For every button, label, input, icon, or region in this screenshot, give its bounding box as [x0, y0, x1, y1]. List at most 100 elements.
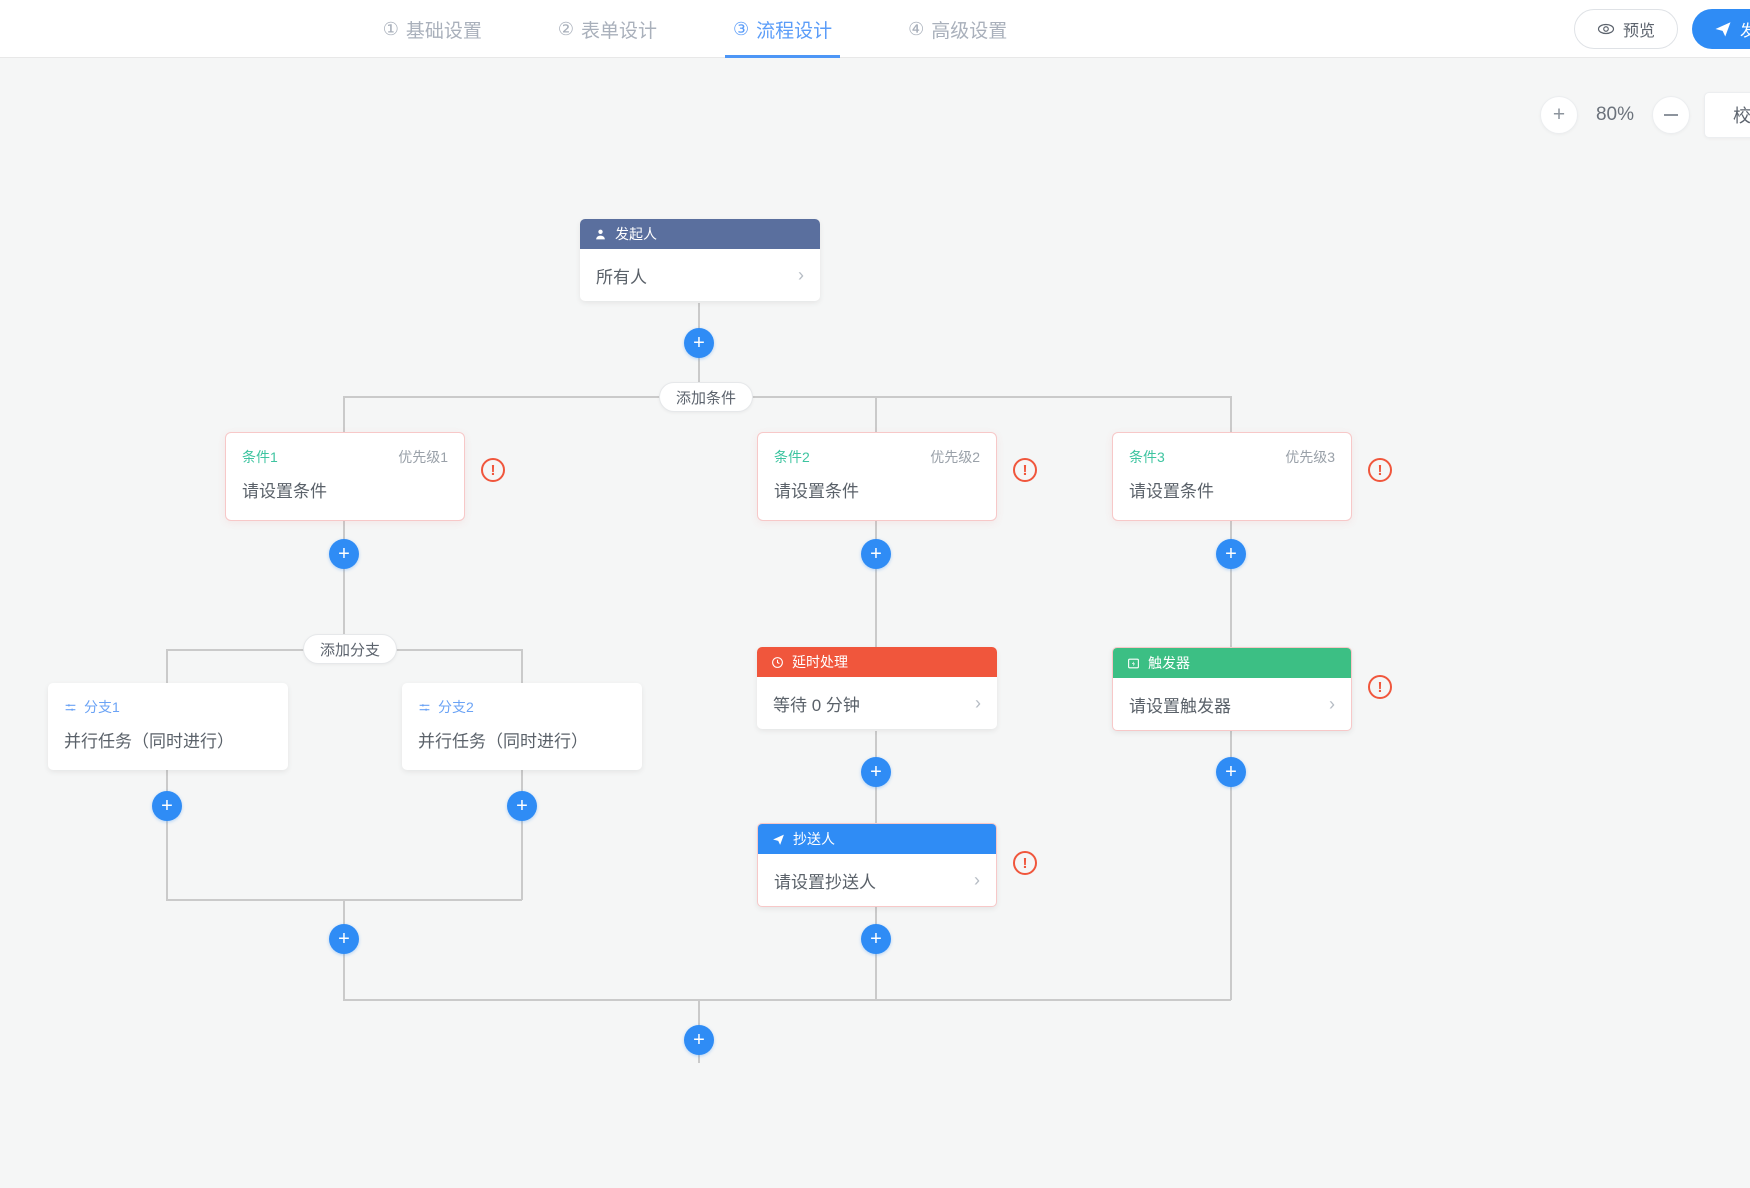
condition-body: 请设置条件 [774, 482, 859, 501]
warning-badge-condition-3[interactable]: ! [1368, 458, 1392, 482]
trigger-node[interactable]: 触发器 请设置触发器 › [1112, 647, 1352, 731]
connector-to-condition-1 [343, 396, 345, 432]
delay-node-body[interactable]: 等待 0 分钟 › [757, 677, 997, 729]
branch-icon [64, 701, 77, 714]
add-node-button-branch-1[interactable]: + [152, 791, 182, 821]
add-node-button-condition-1[interactable]: + [329, 539, 359, 569]
add-node-button-initiator[interactable]: + [684, 328, 714, 358]
connector-trigger-down [1230, 731, 1232, 1000]
connector-to-condition-2 [875, 396, 877, 432]
tab-basic-settings[interactable]: ① 基础设置 [381, 0, 484, 58]
tab-form-design[interactable]: ② 表单设计 [556, 0, 659, 58]
condition-rail [343, 396, 1231, 398]
step-label: 高级设置 [931, 20, 1008, 42]
connector-to-branch-1 [166, 649, 168, 684]
condition-node-3[interactable]: 条件3 优先级3 请设置条件 [1112, 432, 1352, 521]
condition-node-3-top: 条件3 优先级3 [1113, 433, 1351, 467]
condition-body: 请设置条件 [1129, 482, 1214, 501]
branch-node-1-top: 分支1 [48, 683, 288, 717]
zoom-level-value: 80% [1595, 104, 1635, 125]
branch-node-2[interactable]: 分支2 并行任务（同时进行） [402, 683, 642, 770]
trigger-node-body[interactable]: 请设置触发器 › [1113, 678, 1351, 730]
warning-badge-cc[interactable]: ! [1013, 851, 1037, 875]
add-node-button-branch-merge[interactable]: + [329, 924, 359, 954]
add-node-button-condition-2[interactable]: + [861, 539, 891, 569]
branch-node-1[interactable]: 分支1 并行任务（同时进行） [48, 683, 288, 770]
preview-button[interactable]: 预览 [1573, 9, 1678, 49]
condition-priority: 优先级3 [1285, 449, 1335, 465]
initiator-value: 所有人 [596, 267, 647, 287]
warning-badge-condition-1[interactable]: ! [481, 458, 505, 482]
validate-process-button[interactable]: 校验流程 [1704, 92, 1750, 138]
user-icon [594, 228, 607, 241]
branch-body: 并行任务（同时进行） [64, 732, 234, 751]
step-label: 基础设置 [405, 20, 482, 42]
flow-canvas[interactable]: 发起人 所有人 › + 添加条件 条件1 优先级1 请设置条件 ! 条件2 优先… [0, 58, 1750, 1188]
trigger-node-header: 触发器 [1113, 648, 1351, 678]
zoom-in-button[interactable]: + [1540, 96, 1578, 134]
add-node-button-cc[interactable]: + [861, 924, 891, 954]
chevron-right-icon: › [974, 869, 980, 890]
initiator-node[interactable]: 发起人 所有人 › [580, 219, 820, 301]
delay-node-header: 延时处理 [757, 647, 997, 677]
branch-node-2-top: 分支2 [402, 683, 642, 717]
zoom-toolbar: + 80% 校验流程 [1540, 92, 1750, 138]
top-bar-actions: 预览 发布 [1573, 0, 1750, 58]
step-nav: ① 基础设置 ② 表单设计 ③ 流程设计 ④ 高级设置 [0, 0, 1390, 58]
eye-icon [1597, 20, 1615, 38]
cc-node[interactable]: 抄送人 请设置抄送人 › [757, 823, 997, 907]
connector-branch1-down [166, 768, 168, 900]
trigger-value: 请设置触发器 [1129, 696, 1231, 716]
delay-node[interactable]: 延时处理 等待 0 分钟 › [757, 647, 997, 729]
add-node-button-condition-3[interactable]: + [1216, 539, 1246, 569]
add-node-button-end[interactable]: + [684, 1025, 714, 1055]
branch-body: 并行任务（同时进行） [418, 732, 588, 751]
add-node-button-delay[interactable]: + [861, 757, 891, 787]
condition-name: 条件2 [774, 449, 810, 465]
condition-node-2-top: 条件2 优先级2 [758, 433, 996, 467]
step-number: ④ [908, 18, 925, 39]
step-number: ① [382, 18, 399, 39]
send-icon [1714, 20, 1732, 38]
connector-to-branch-2 [521, 649, 523, 684]
tab-process-design[interactable]: ③ 流程设计 [724, 0, 841, 58]
add-branch-button[interactable]: 添加分支 [303, 634, 398, 664]
chevron-right-icon: › [975, 692, 981, 713]
cc-node-header: 抄送人 [758, 824, 996, 854]
initiator-header-label: 发起人 [615, 226, 657, 242]
delay-value: 等待 0 分钟 [773, 695, 860, 715]
add-node-button-branch-2[interactable]: + [507, 791, 537, 821]
condition-priority: 优先级2 [930, 449, 980, 465]
connector-branch2-down [521, 768, 523, 900]
add-node-button-trigger[interactable]: + [1216, 757, 1246, 787]
add-condition-button[interactable]: 添加条件 [659, 382, 754, 412]
delay-header-label: 延时处理 [792, 654, 848, 670]
branch-icon [418, 701, 431, 714]
step-number: ③ [733, 18, 750, 39]
warning-badge-trigger[interactable]: ! [1368, 675, 1392, 699]
connector-to-condition-3 [1230, 396, 1232, 432]
zoom-out-button[interactable] [1652, 96, 1690, 134]
condition-priority: 优先级1 [398, 449, 448, 465]
condition-body: 请设置条件 [242, 482, 327, 501]
trigger-icon [1127, 657, 1140, 670]
cc-node-body[interactable]: 请设置抄送人 › [758, 854, 996, 906]
initiator-node-body[interactable]: 所有人 › [580, 249, 820, 301]
bottom-merge-rail [343, 999, 1231, 1001]
clock-icon [771, 656, 784, 669]
branch-name: 分支1 [84, 699, 120, 715]
publish-button[interactable]: 发布 [1691, 9, 1750, 49]
initiator-node-header: 发起人 [580, 219, 820, 249]
trigger-header-label: 触发器 [1148, 655, 1190, 671]
connector-cond3-down [1230, 518, 1232, 673]
condition-node-1[interactable]: 条件1 优先级1 请设置条件 [225, 432, 465, 521]
tab-advanced-settings[interactable]: ④ 高级设置 [906, 0, 1009, 58]
connector-cond1-down [343, 518, 345, 650]
condition-node-2[interactable]: 条件2 优先级2 请设置条件 [757, 432, 997, 521]
cc-value: 请设置抄送人 [774, 872, 876, 892]
condition-name: 条件1 [242, 449, 278, 465]
connector-cond2-down [875, 518, 877, 673]
step-label: 流程设计 [756, 20, 833, 42]
warning-badge-condition-2[interactable]: ! [1013, 458, 1037, 482]
step-label: 表单设计 [580, 20, 657, 42]
